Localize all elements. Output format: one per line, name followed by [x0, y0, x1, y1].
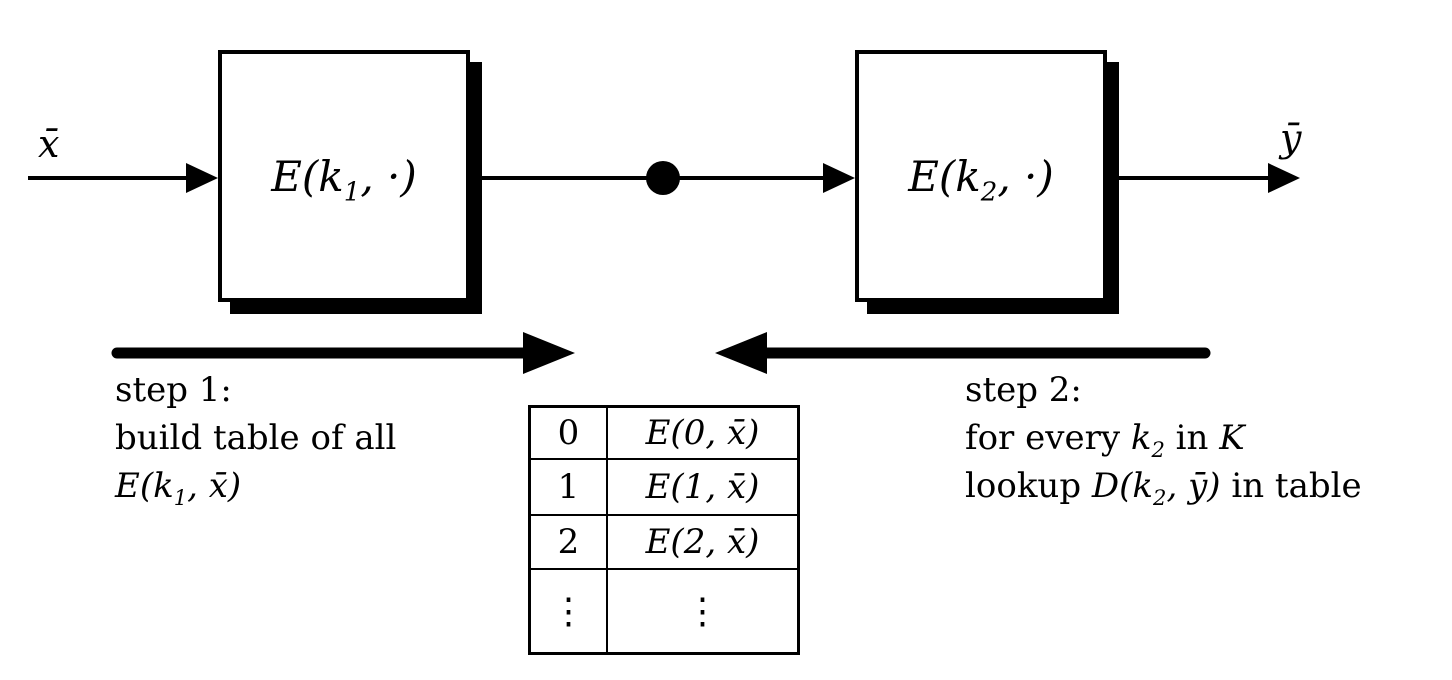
step2-line1: step 2:	[965, 370, 1082, 410]
table-cell-value: E(2, x̄)	[645, 522, 760, 562]
table-cell-key: ⋮	[531, 570, 608, 652]
box2-label-pre: E(k	[908, 151, 981, 201]
step2-arrow-icon	[715, 332, 1211, 374]
step2-caption: step 2: for every k2 in K lookup D(k2, ȳ…	[965, 366, 1362, 510]
step1-line3-post: , x̄)	[187, 466, 242, 506]
step1-line3-sub: 1	[173, 484, 188, 510]
box1-label-pre: E(k	[271, 151, 344, 201]
step2-line3-pre: lookup	[965, 466, 1092, 506]
table-cell-value: E(0, x̄)	[645, 413, 760, 453]
encryption-box-1-label: E(k1, ·)	[271, 151, 417, 205]
step2-line3-post: , ȳ)	[1166, 466, 1221, 506]
encryption-box-1: E(k1, ·)	[218, 50, 470, 302]
step1-line3-pre: E(k	[115, 466, 174, 506]
lookup-table: 0 E(0, x̄) 1 E(1, x̄) 2 E(2, x̄) ⋮ ⋮	[528, 405, 800, 655]
box2-label-sub: 2	[980, 176, 998, 207]
step2-line3-fn: D(k	[1091, 466, 1154, 506]
step1-line3: E(k1, x̄)	[115, 462, 396, 510]
step2-line2-pre: for every	[965, 418, 1131, 458]
step2-line3-suffix: in table	[1220, 466, 1362, 506]
table-row: 2 E(2, x̄)	[531, 516, 797, 570]
output-arrowhead-icon	[1268, 163, 1300, 193]
table-row: 1 E(1, x̄)	[531, 460, 797, 516]
step2-line2-keyspace: K	[1219, 418, 1245, 458]
input-arrow-line	[28, 176, 190, 180]
box1-label-post: , ·)	[360, 151, 417, 201]
output-arrow-line	[1107, 176, 1270, 180]
step2-line3: lookup D(k2, ȳ) in table	[965, 462, 1362, 510]
table-row: ⋮ ⋮	[531, 570, 797, 652]
step1-arrow-icon	[111, 332, 575, 374]
step2-line3-sub: 2	[1153, 484, 1167, 510]
input-label-xbar: x̄	[38, 122, 60, 166]
input-arrowhead-icon	[186, 163, 218, 193]
table-cell-key: 1	[531, 460, 608, 514]
encryption-box-2-label: E(k2, ·)	[908, 151, 1054, 205]
box2-label-post: , ·)	[997, 151, 1054, 201]
step2-line2-mid: in	[1164, 418, 1220, 458]
output-label-ybar: ȳ	[1280, 116, 1302, 160]
table-cell-value: ⋮	[684, 590, 721, 632]
step1-line2: build table of all	[115, 418, 397, 458]
middle-arrowhead-icon	[823, 163, 855, 193]
table-cell-value: E(1, x̄)	[645, 467, 760, 507]
table-row: 0 E(0, x̄)	[531, 408, 797, 460]
encryption-box-2: E(k2, ·)	[855, 50, 1107, 302]
step2-line2-var: k	[1130, 418, 1152, 458]
step1-caption: step 1: build table of all E(k1, x̄)	[115, 366, 396, 510]
step2-line2-sub: 2	[1151, 436, 1165, 462]
table-cell-key: 2	[531, 516, 608, 568]
table-cell-key: 0	[531, 408, 608, 458]
junction-dot	[646, 161, 680, 195]
step1-line1: step 1:	[115, 370, 232, 410]
box1-label-sub: 1	[343, 176, 361, 207]
step2-line2: for every k2 in K	[965, 414, 1362, 462]
